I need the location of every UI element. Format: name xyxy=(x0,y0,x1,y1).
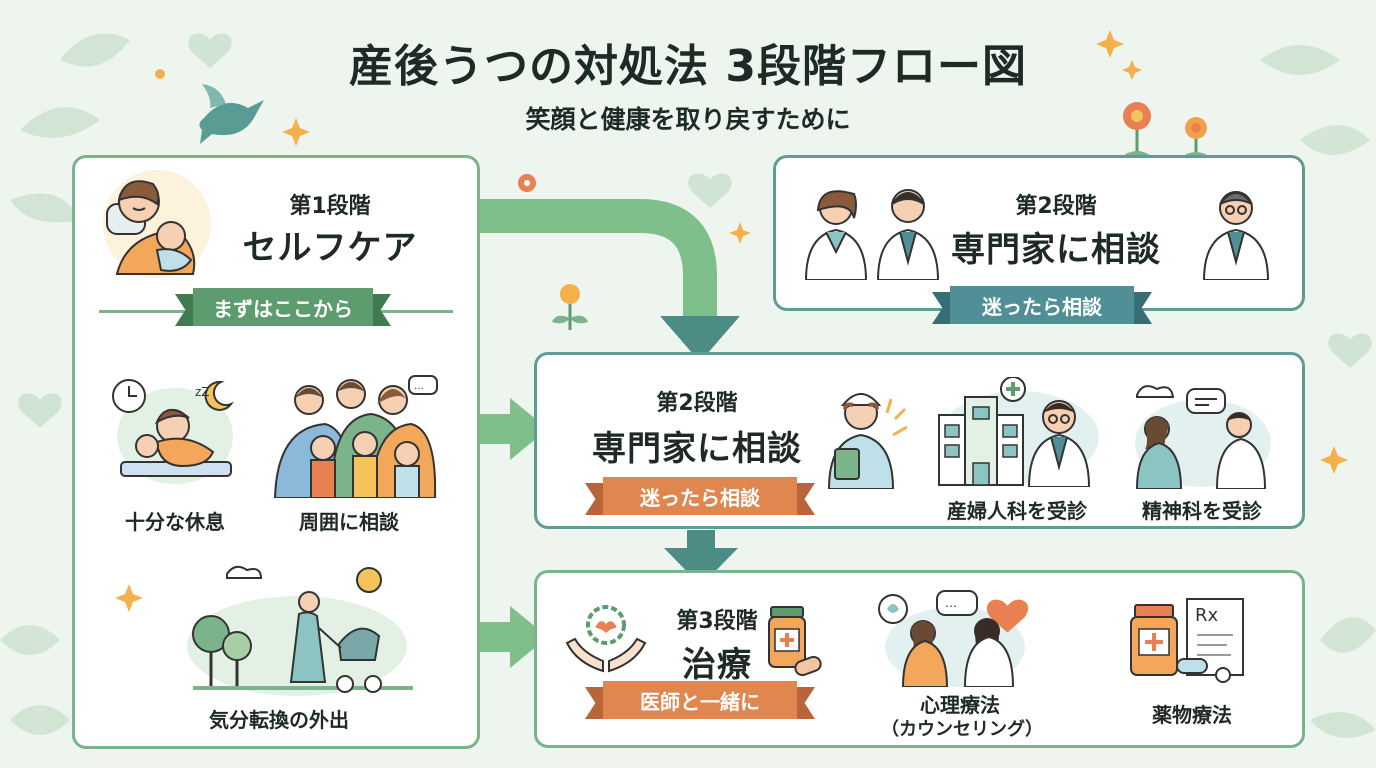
therapy-icon: … xyxy=(878,590,1029,687)
item-obgyn-label: 産婦人科を受診 xyxy=(947,499,1087,523)
stage3-ribbon: 医師と一緒に xyxy=(585,681,815,719)
doctor-glasses-icon xyxy=(1202,191,1270,280)
stage1-card: 第1段階 セルフケア まずはここから zZ 十分な休息 xyxy=(72,155,480,749)
stage1-name: セルフケア xyxy=(242,228,418,268)
item-psych-label: 精神科を受診 xyxy=(1142,499,1262,523)
page-subtitle: 笑顔と健康を取り戻すために xyxy=(525,105,851,134)
arrow-stage1-to-stage2-curve xyxy=(478,199,717,320)
stage2-top-ribbon: 迷ったら相談 xyxy=(932,286,1152,324)
item-outing-label: 気分転換の外出 xyxy=(209,708,349,732)
care-hands-icon xyxy=(565,605,647,673)
stage2-card: 第2段階 専門家に相談 迷ったら相談 産婦人科を受診 xyxy=(534,352,1305,529)
stage2-top-step: 第2段階 xyxy=(1015,194,1097,219)
family-icon: … xyxy=(273,375,438,498)
arrow-down-stage3 xyxy=(664,548,738,586)
stroller-walk-icon xyxy=(115,565,413,696)
medicine-bottle-icon xyxy=(768,606,822,677)
stage1-ribbon: まずはここから xyxy=(175,288,391,326)
item-rest-label: 十分な休息 xyxy=(125,510,225,534)
bird-icon xyxy=(199,84,264,144)
stage2-step: 第2段階 xyxy=(656,391,738,416)
medicine-icon: Rx xyxy=(1130,598,1244,683)
svg-text:Rx: Rx xyxy=(1195,605,1219,626)
stage1-ribbon-label: まずはここから xyxy=(213,296,353,321)
svg-text:…: … xyxy=(945,596,957,610)
hospital-doctor-icon xyxy=(938,377,1099,487)
arrow-head-down-1 xyxy=(660,316,740,362)
mother-baby-icon xyxy=(103,170,211,278)
page-title: 産後うつの対処法 3段階フロー図 xyxy=(349,41,1027,92)
stage1-step: 第1段階 xyxy=(289,194,371,219)
item-consult-label: 周囲に相談 xyxy=(299,510,399,534)
arrow-right-stage3 xyxy=(510,606,548,668)
nurse-icon xyxy=(827,393,908,489)
item-therapy-sublabel: （カウンセリング） xyxy=(881,719,1043,740)
stage3-ribbon-label: 医師と一緒に xyxy=(640,689,760,714)
stage2-ribbon-label: 迷ったら相談 xyxy=(640,485,760,510)
stage2-top-card: 第2段階 専門家に相談 迷ったら相談 xyxy=(773,155,1305,324)
item-medication-label: 薬物療法 xyxy=(1152,703,1232,727)
stage3-card: 第3段階 治療 医師と一緒に … 心理療法 （カウンセリング） Rx xyxy=(534,570,1305,748)
item-therapy-label: 心理療法 xyxy=(920,693,1000,717)
stage3-name: 治療 xyxy=(682,645,752,685)
counseling-icon xyxy=(1135,385,1271,489)
stage2-name: 専門家に相談 xyxy=(592,429,802,469)
stage3-step: 第3段階 xyxy=(676,609,758,634)
doctors-icon xyxy=(804,189,940,280)
mother-baby-sleep-icon: zZ xyxy=(112,379,234,484)
svg-text:…: … xyxy=(414,381,424,392)
svg-text:zZ: zZ xyxy=(195,385,210,399)
arrow-right-stage2 xyxy=(510,398,548,460)
stage2-ribbon: 迷ったら相談 xyxy=(585,477,815,515)
stage2-top-name: 専門家に相談 xyxy=(951,230,1161,270)
stage2-top-ribbon-label: 迷ったら相談 xyxy=(982,294,1102,319)
